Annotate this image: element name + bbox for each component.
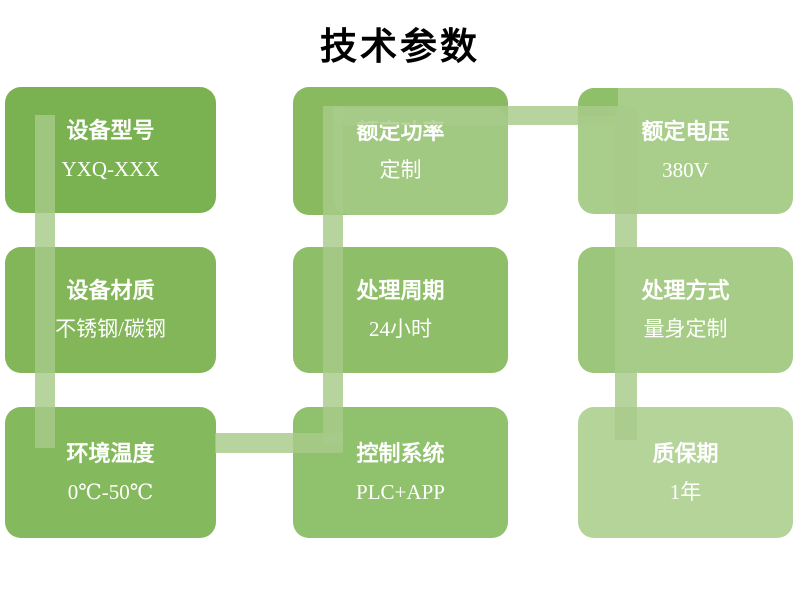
box-text: 额定功率 定制: [293, 87, 508, 215]
box-label: 额定电压: [641, 119, 730, 144]
box-value: 380V: [662, 158, 709, 182]
box-label: 处理周期: [356, 278, 445, 303]
box-text: 环境温度 0℃-50℃: [5, 407, 216, 538]
box-label: 设备型号: [66, 118, 155, 143]
box-text: 控制系统 PLC+APP: [293, 407, 508, 538]
box-left-accent: [578, 247, 615, 373]
param-box-rated-voltage: 额定电压 380V: [578, 88, 793, 214]
box-text: 额定电压 380V: [578, 88, 793, 214]
box-label: 环境温度: [66, 440, 155, 466]
box-value: 量身定制: [643, 317, 728, 341]
box-label: 额定功率: [356, 119, 445, 144]
box-value: 0℃-50℃: [67, 479, 154, 504]
slide-title: 技术参数: [320, 26, 480, 67]
box-text: 设备型号 YXQ-XXX: [5, 87, 216, 213]
box-label: 设备材质: [66, 278, 155, 303]
box-value: 24小时: [369, 317, 432, 341]
param-box-warranty: 质保期 1年: [578, 407, 793, 538]
connector-vertical-col2: [323, 106, 343, 445]
connector-vertical-col1: [35, 115, 55, 448]
connector-horizontal-top: [333, 106, 626, 125]
box-label: 控制系统: [356, 440, 445, 466]
box-value: 1年: [669, 479, 702, 504]
box-text: 质保期 1年: [578, 407, 793, 538]
box-value: YXQ-XXX: [61, 157, 160, 181]
box-value: PLC+APP: [356, 479, 445, 504]
connector-horizontal-bottom: [215, 433, 343, 453]
box-text: 处理方式 量身定制: [578, 247, 793, 373]
box-label: 处理方式: [641, 278, 730, 303]
box-value: 定制: [379, 158, 422, 182]
box-value: 不锈钢/碳钢: [55, 317, 166, 341]
box-inner-highlight: [333, 108, 508, 215]
box-text: 设备材质 不锈钢/碳钢: [5, 247, 216, 373]
box-text: 处理周期 24小时: [293, 247, 508, 373]
connector-vertical-col3: [615, 107, 637, 440]
box-label: 质保期: [652, 440, 719, 466]
param-box-processing-method: 处理方式 量身定制: [578, 247, 793, 373]
